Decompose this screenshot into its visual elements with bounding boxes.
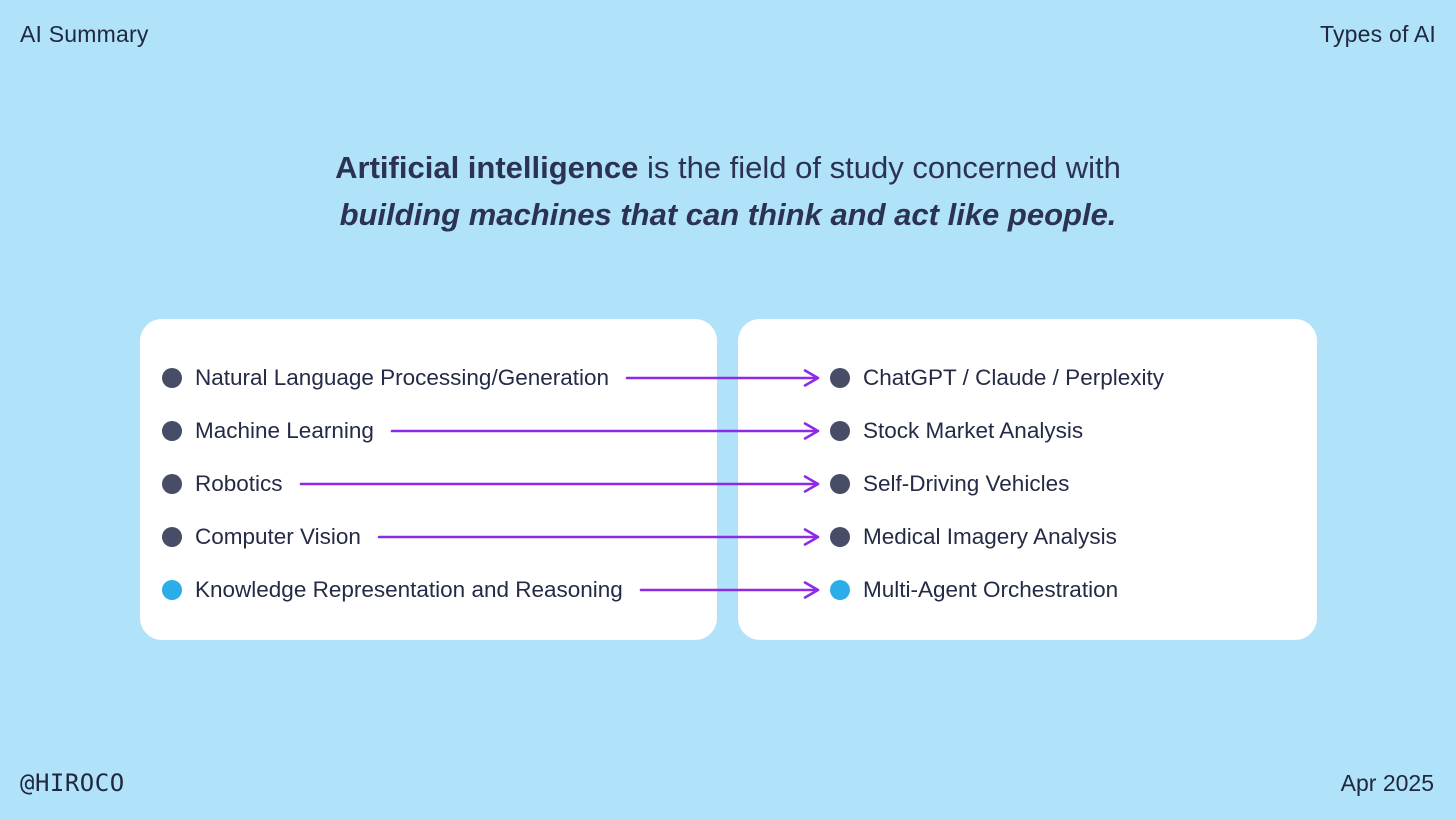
bullet-dot-icon [830,527,850,547]
list-item: Computer Vision [162,522,361,552]
list-item-label: ChatGPT / Claude / Perplexity [863,365,1164,390]
bullet-dot-icon [830,474,850,494]
title-line1-rest: is the field of study concerned with [638,150,1121,185]
footer-date-label: Apr 2025 [1340,770,1434,796]
bullet-dot-icon [830,368,850,388]
list-item-label: Self-Driving Vehicles [863,471,1070,496]
header-right-label: Types of AI [1320,21,1436,47]
list-item: ChatGPT / Claude / Perplexity [830,363,1164,393]
list-item-label: Knowledge Representation and Reasoning [195,577,623,602]
slide-title: Artificial intelligence is the field of … [0,144,1456,238]
title-line-1: Artificial intelligence is the field of … [0,144,1456,191]
list-item: Machine Learning [162,416,374,446]
bullet-dot-icon [162,421,182,441]
list-item-label: Computer Vision [195,524,361,549]
list-item-label: Robotics [195,471,283,496]
header-left-label: AI Summary [20,21,149,47]
list-item-label: Multi-Agent Orchestration [863,577,1119,602]
bullet-dot-icon [162,368,182,388]
list-item: Natural Language Processing/Generation [162,363,609,393]
bullet-dot-icon [162,580,182,600]
list-item: Self-Driving Vehicles [830,469,1069,499]
list-item-label: Natural Language Processing/Generation [195,365,610,390]
list-item: Knowledge Representation and Reasoning [162,575,623,605]
list-item: Medical Imagery Analysis [830,522,1117,552]
list-item-label: Machine Learning [195,418,374,443]
list-item: Robotics [162,469,283,499]
list-item-label: Stock Market Analysis [863,418,1084,443]
list-item: Stock Market Analysis [830,416,1083,446]
list-item-label: Medical Imagery Analysis [863,524,1117,549]
bullet-dot-icon [162,527,182,547]
bullet-dot-icon [830,421,850,441]
title-line-2: building machines that can think and act… [339,197,1117,232]
bullet-dot-icon [162,474,182,494]
list-item: Multi-Agent Orchestration [830,575,1118,605]
footer-author-label: @HIROCO [20,769,125,797]
title-line1-bold: Artificial intelligence [335,150,639,185]
bullet-dot-icon [830,580,850,600]
